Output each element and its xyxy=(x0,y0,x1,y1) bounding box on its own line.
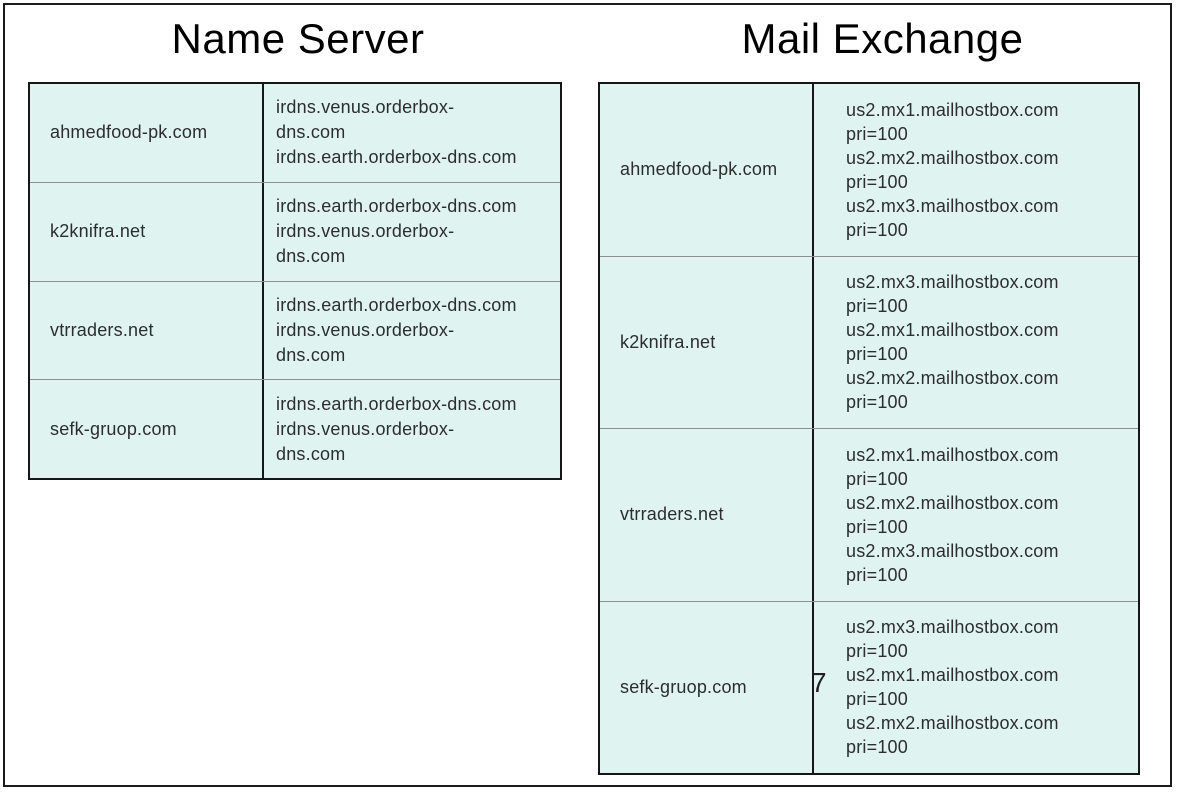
record-line: us2.mx1.mailhostbox.com xyxy=(846,665,1059,686)
mail-exchange-title: Mail Exchange xyxy=(741,15,1024,62)
records-cell: us2.mx1.mailhostbox.com pri=100 us2.mx2.ma… xyxy=(814,429,1138,601)
record-line: us2.mx1.mailhostbox.com xyxy=(846,99,1059,120)
table-row: ahmedfood-pk.com irdns.venus.orderbox-dns… xyxy=(30,84,560,182)
record-line: pri=100 xyxy=(846,296,908,317)
records-cell: irdns.earth.orderbox-dns.com irdns.venus.… xyxy=(264,282,560,380)
record-line: us2.mx2.mailhostbox.com xyxy=(846,492,1059,513)
domain-label: vtrraders.net xyxy=(620,504,724,525)
mail-exchange-table: ahmedfood-pk.com us2.mx1.mailhostbox.com p… xyxy=(598,82,1140,775)
record-line: dns.com xyxy=(276,443,346,464)
record-line: us2.mx2.mailhostbox.com xyxy=(846,713,1059,734)
record-line: us2.mx3.mailhostbox.com xyxy=(846,617,1059,638)
record-line: pri=100 xyxy=(846,344,908,365)
table-row: vtrraders.net irdns.earth.orderbox-dns.co… xyxy=(30,280,560,380)
name-server-title: Name Server xyxy=(171,15,425,62)
table-row: ahmedfood-pk.com us2.mx1.mailhostbox.com p… xyxy=(600,84,1138,256)
record-line: pri=100 xyxy=(846,468,908,489)
record-line: dns.com xyxy=(276,344,346,365)
record-line: irdns.earth.orderbox-dns.com xyxy=(276,147,517,168)
record-line: irdns.venus.orderbox- xyxy=(276,319,455,340)
domain-cell: sefk-gruop.com xyxy=(600,601,814,773)
table-row: k2knifra.net us2.mx3.mailhostbox.com pri=1… xyxy=(600,255,1138,429)
record-line: pri=100 xyxy=(846,564,908,585)
table-row: sefk-gruop.com irdns.earth.orderbox-dns.c… xyxy=(30,379,560,478)
domain-label: k2knifra.net xyxy=(50,221,146,242)
record-line: irdns.venus.orderbox- xyxy=(276,221,455,242)
record-line: irdns.earth.orderbox-dns.com xyxy=(276,294,517,315)
domain-cell: k2knifra.net xyxy=(600,256,814,428)
record-line: us2.mx3.mailhostbox.com xyxy=(846,540,1059,561)
record-line: us2.mx2.mailhostbox.com xyxy=(846,368,1059,389)
record-line: us2.mx3.mailhostbox.com xyxy=(846,272,1059,293)
domain-label: k2knifra.net xyxy=(620,331,716,352)
record-line: us2.mx2.mailhostbox.com xyxy=(846,147,1059,168)
records-cell: irdns.venus.orderbox-dns.com irdns.earth.… xyxy=(264,84,560,182)
domain-cell: k2knifra.net xyxy=(30,182,264,281)
record-line: us2.mx3.mailhostbox.com xyxy=(846,195,1059,216)
record-line: pri=100 xyxy=(846,737,908,758)
stray-character: 7 xyxy=(811,667,827,698)
record-line: pri=100 xyxy=(846,516,908,537)
record-line: dns.com xyxy=(276,122,346,143)
table-row: sefk-gruop.com us2.mx3.mailhostbox.com pri… xyxy=(600,600,1138,774)
table-row: vtrraders.net us2.mx1.mailhostbox.com pri=… xyxy=(600,428,1138,601)
domain-cell: vtrraders.net xyxy=(30,281,264,380)
records-cell: irdns.earth.orderbox-dns.com irdns.venus.… xyxy=(264,183,560,281)
record-line: pri=100 xyxy=(846,219,908,240)
domain-label: sefk-gruop.com xyxy=(50,418,177,439)
records-cell: us2.mx1.mailhostbox.com pri=100 us2.mx2.ma… xyxy=(814,84,1138,256)
records-cell: us2.mx3.mailhostbox.com pri=100 us2.mx1.ma… xyxy=(814,602,1138,774)
domain-label: vtrraders.net xyxy=(50,319,154,340)
record-line: irdns.earth.orderbox-dns.com xyxy=(276,196,517,217)
domain-cell: sefk-gruop.com xyxy=(30,380,264,478)
name-server-table: ahmedfood-pk.com irdns.venus.orderbox-dns… xyxy=(28,82,562,480)
record-line: pri=100 xyxy=(846,641,908,662)
domain-cell: ahmedfood-pk.com xyxy=(600,84,814,256)
record-line: pri=100 xyxy=(846,123,908,144)
domain-label: ahmedfood-pk.com xyxy=(50,122,208,143)
record-line: dns.com xyxy=(276,246,346,267)
table-row: k2knifra.net irdns.earth.orderbox-dns.com… xyxy=(30,181,560,281)
record-line: pri=100 xyxy=(846,689,908,710)
record-line: irdns.earth.orderbox-dns.com xyxy=(276,393,517,414)
record-line: us2.mx1.mailhostbox.com xyxy=(846,320,1059,341)
record-line: pri=100 xyxy=(846,392,908,413)
records-cell: irdns.earth.orderbox-dns.com irdns.venus.… xyxy=(264,380,560,478)
records-cell: us2.mx3.mailhostbox.com pri=100 us2.mx1.ma… xyxy=(814,257,1138,429)
domain-cell: vtrraders.net xyxy=(600,429,814,601)
record-line: irdns.venus.orderbox- xyxy=(276,97,455,118)
record-line: us2.mx1.mailhostbox.com xyxy=(846,444,1059,465)
domain-cell: ahmedfood-pk.com xyxy=(30,84,264,182)
domain-label: sefk-gruop.com xyxy=(620,676,747,697)
record-line: irdns.venus.orderbox- xyxy=(276,418,455,439)
domain-label: ahmedfood-pk.com xyxy=(620,159,778,180)
record-line: pri=100 xyxy=(846,171,908,192)
